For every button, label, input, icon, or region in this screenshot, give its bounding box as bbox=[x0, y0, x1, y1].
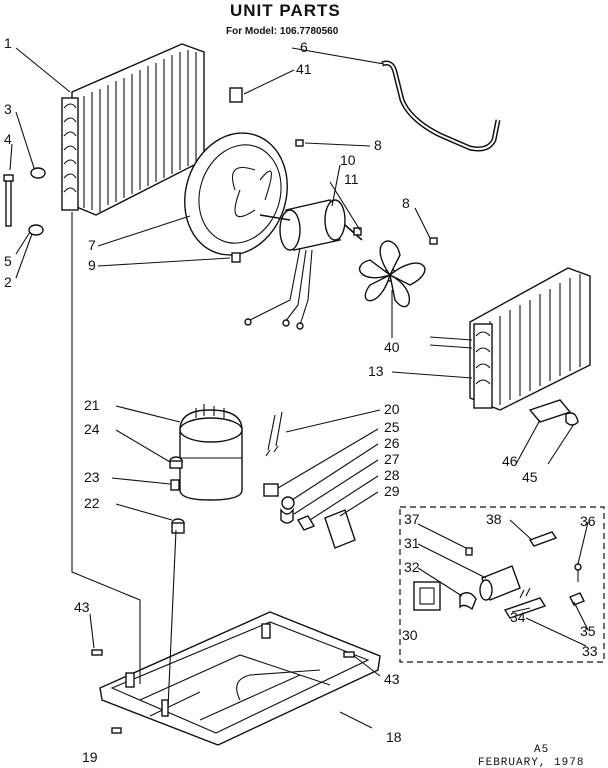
clip-8-upper bbox=[295, 139, 304, 147]
callout-35: 35 bbox=[580, 623, 596, 639]
spacer-9 bbox=[231, 252, 241, 263]
plug-3 bbox=[30, 167, 46, 179]
callout-26: 26 bbox=[384, 435, 400, 451]
relay-30 bbox=[413, 581, 441, 611]
callout-40: 40 bbox=[384, 339, 400, 355]
clip-34 bbox=[519, 587, 531, 599]
mounting-bolt-22 bbox=[171, 518, 185, 534]
capillary-tube bbox=[381, 60, 501, 152]
callout-21: 21 bbox=[84, 397, 100, 413]
callout-43-right: 43 bbox=[384, 671, 400, 687]
terminal-33 bbox=[503, 597, 547, 619]
callout-3: 3 bbox=[4, 101, 12, 117]
callout-9: 9 bbox=[88, 257, 96, 273]
callout-10: 10 bbox=[340, 152, 356, 168]
clip-8-lower bbox=[429, 237, 438, 245]
diagram-title: UNIT PARTS bbox=[230, 1, 341, 20]
callout-20: 20 bbox=[384, 401, 400, 417]
connector-38 bbox=[528, 531, 558, 547]
callout-34: 34 bbox=[510, 609, 526, 625]
footer-date: FEBRUARY, 1978 bbox=[478, 757, 584, 768]
grommet-24 bbox=[169, 456, 183, 469]
callout-8-upper: 8 bbox=[374, 137, 382, 153]
callout-38: 38 bbox=[486, 511, 502, 527]
callout-18: 18 bbox=[386, 729, 402, 745]
callout-6: 6 bbox=[300, 39, 308, 55]
callout-32: 32 bbox=[404, 559, 420, 575]
electrical-parts-inset bbox=[399, 506, 605, 663]
callout-19: 19 bbox=[82, 749, 98, 765]
condenser-coil bbox=[61, 43, 205, 216]
guide-line-coil-to-base bbox=[71, 212, 141, 684]
callout-37: 37 bbox=[404, 511, 420, 527]
callout-24: 24 bbox=[84, 421, 100, 437]
callout-43-left: 43 bbox=[74, 599, 90, 615]
callout-29: 29 bbox=[384, 483, 400, 499]
plug-2 bbox=[28, 224, 44, 236]
callout-28: 28 bbox=[384, 467, 400, 483]
wire-20 bbox=[265, 411, 283, 457]
callout-46: 46 bbox=[502, 453, 518, 469]
terminal-cover-25 bbox=[263, 483, 279, 497]
screw-19 bbox=[111, 727, 122, 734]
part-41 bbox=[229, 87, 243, 103]
callout-13: 13 bbox=[368, 363, 384, 379]
callout-30: 30 bbox=[402, 627, 418, 643]
footer-code: A5 bbox=[534, 744, 549, 756]
evaporator-coil bbox=[429, 267, 591, 411]
callout-33: 33 bbox=[582, 643, 598, 659]
bracket-46 bbox=[528, 399, 579, 426]
screw-36 bbox=[574, 563, 582, 582]
capacitor-31 bbox=[479, 565, 521, 601]
connector-tube bbox=[3, 174, 14, 227]
callout-45: 45 bbox=[522, 469, 538, 485]
leader-lines bbox=[9, 47, 589, 729]
callout-8-lower: 8 bbox=[402, 195, 410, 211]
callout-23: 23 bbox=[84, 469, 100, 485]
callout-2: 2 bbox=[4, 274, 12, 290]
strap-32 bbox=[459, 592, 477, 611]
fan-motor bbox=[244, 199, 363, 330]
callout-4: 4 bbox=[4, 131, 12, 147]
gasket-26 bbox=[281, 496, 295, 510]
nut-11 bbox=[353, 227, 362, 236]
sleeve-23 bbox=[170, 479, 180, 491]
bracket-28 bbox=[296, 515, 316, 531]
callout-22: 22 bbox=[84, 495, 100, 511]
compressor bbox=[179, 404, 243, 501]
bracket-35 bbox=[569, 592, 585, 606]
blower-fan-blade bbox=[358, 240, 426, 308]
callout-36: 36 bbox=[580, 513, 596, 529]
screw-43-left bbox=[91, 649, 103, 656]
model-label: For Model: 106.7780560 bbox=[226, 26, 339, 37]
callout-25: 25 bbox=[384, 419, 400, 435]
callout-7: 7 bbox=[88, 237, 96, 253]
callout-1: 1 bbox=[4, 35, 12, 51]
clip-27 bbox=[280, 507, 294, 524]
callout-31: 31 bbox=[404, 535, 420, 551]
callout-labels: 1 2 3 4 5 6 7 8 8 9 10 11 13 18 19 20 21… bbox=[4, 35, 598, 765]
screw-43-right bbox=[343, 651, 355, 658]
callout-11: 11 bbox=[344, 171, 359, 187]
callout-5: 5 bbox=[4, 253, 12, 269]
callout-27: 27 bbox=[384, 451, 400, 467]
base-pan bbox=[99, 611, 381, 746]
guide-line-bolt-to-base bbox=[167, 529, 177, 709]
fan-shroud bbox=[184, 132, 288, 256]
terminal-box-29 bbox=[324, 509, 356, 549]
callout-41: 41 bbox=[296, 61, 312, 77]
clip-37 bbox=[465, 547, 473, 556]
